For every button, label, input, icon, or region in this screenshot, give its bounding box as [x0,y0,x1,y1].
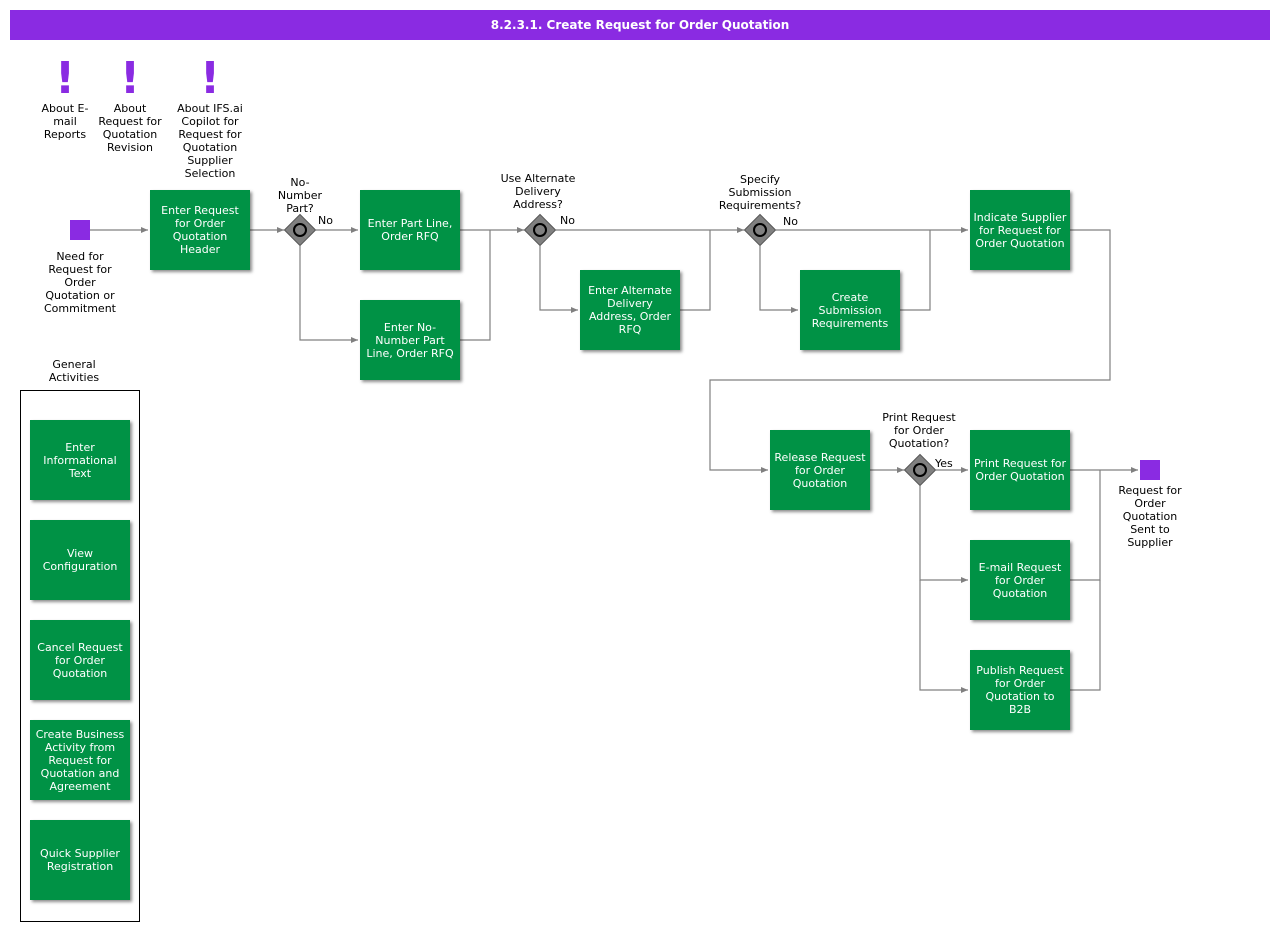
activity-enter-part-line[interactable]: Enter Part Line, Order RFQ [360,190,460,270]
end-event[interactable] [1140,460,1160,480]
flow-email-to-end [1070,470,1101,581]
note-label: About Request for Quotation Revision [98,102,162,154]
start-event[interactable] [70,220,90,240]
flow-gw3-to-create-submission [759,246,798,313]
note-about-rfq-revision[interactable]: ! About Request for Quotation Revision [90,53,170,155]
start-event-label: Need for Request for Order Quotation or … [44,250,116,315]
activity-print-rfq[interactable]: Print Request for Order Quotation [970,430,1070,510]
activity-indicate-supplier[interactable]: Indicate Supplier for Request for Order … [970,190,1070,270]
flow-gw1-to-no-number [299,246,358,343]
end-event-label: Request for Order Quotation Sent to Supp… [1118,484,1182,549]
flow-label-no: No [560,214,575,227]
flow-no-number-to-gw2 [460,230,491,341]
gateway-alt-delivery[interactable] [523,213,557,247]
general-activity-view-configuration[interactable]: View Configuration [30,520,130,600]
general-activity-create-business-activity[interactable]: Create Business Activity from Request fo… [30,720,130,800]
flow-indicate-to-release [709,229,1111,473]
gateway-no-number-part-label: No- Number Part? [277,176,323,215]
general-activity-cancel-rfq[interactable]: Cancel Request for Order Quotation [30,620,130,700]
flow-label-no: No [783,215,798,228]
general-activities-group [20,390,140,922]
note-about-email-reports[interactable]: ! About E- mail Reports [25,53,105,142]
activity-publish-rfq-b2b[interactable]: Publish Request for Order Quotation to B… [970,650,1070,730]
diagram-title: 8.2.3.1. Create Request for Order Quotat… [10,10,1270,40]
exclamation-icon: ! [54,53,76,104]
activity-email-rfq[interactable]: E-mail Request for Order Quotation [970,540,1070,620]
exclamation-icon: ! [119,53,141,104]
activity-enter-rfq-header[interactable]: Enter Request for Order Quotation Header [150,190,250,270]
note-about-ifs-ai-copilot[interactable]: ! About IFS.ai Copilot for Request for Q… [170,53,250,181]
note-label: About E- mail Reports [41,102,89,141]
gateway-alt-delivery-label: Use Alternate Delivery Address? [500,172,576,211]
activity-enter-alt-delivery-address[interactable]: Enter Alternate Delivery Address, Order … [580,270,680,350]
flow-gw4-to-publish [919,580,968,693]
flow-gw2-to-alt-delivery [539,246,578,313]
gateway-submission-requirements-label: Specify Submission Requirements? [718,173,802,212]
activity-release-rfq[interactable]: Release Request for Order Quotation [770,430,870,510]
flow-alt-delivery-to-gw3 [680,230,711,311]
general-activity-enter-informational-text[interactable]: Enter Informational Text [30,420,130,500]
gateway-print[interactable] [903,453,937,487]
gateway-no-number-part[interactable] [283,213,317,247]
general-activities-title: General Activities [48,358,100,384]
flow-gw4-to-email [919,486,968,583]
flow-label-yes: Yes [935,457,953,470]
flow-label-no: No [318,214,333,227]
gateway-print-label: Print Request for Order Quotation? [882,411,956,450]
activity-create-submission-requirements[interactable]: Create Submission Requirements [800,270,900,350]
flow-publish-to-end [1070,580,1101,691]
note-label: About IFS.ai Copilot for Request for Quo… [177,102,243,180]
flow-create-submission-to-indicate [900,230,931,311]
activity-enter-no-number-part-line[interactable]: Enter No-Number Part Line, Order RFQ [360,300,460,380]
exclamation-icon: ! [199,53,221,104]
gateway-submission-requirements[interactable] [743,213,777,247]
general-activity-quick-supplier-registration[interactable]: Quick Supplier Registration [30,820,130,900]
